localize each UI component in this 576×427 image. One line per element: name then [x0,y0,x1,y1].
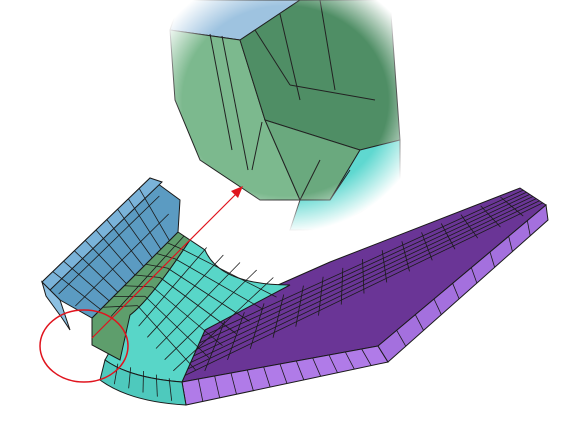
fillet-mesh-line [113,363,119,385]
plate-side-mesh-line [246,369,254,391]
fillet-mesh-line [147,254,224,338]
plate-side-mesh-line [197,378,204,402]
plate-side-mesh-line [295,360,305,381]
plate-mesh-line [199,191,527,344]
fillet-mesh-line [168,378,173,401]
flange-mesh-line [63,260,110,302]
fillet-mesh-line [164,269,257,360]
mesh-grid-lines [52,188,543,402]
flange-mesh-line [74,250,119,293]
flange-mesh-line [58,195,160,295]
callout-circle [39,309,129,383]
flange-lip [40,280,71,331]
plate-mesh-line [184,202,543,376]
plate-side-mesh-line [328,354,338,373]
plate-mesh-line [190,198,537,363]
flange-mesh-line [106,219,144,267]
plate-side-mesh-line [508,236,513,252]
plate-side-mesh-line [312,357,322,377]
flange-mesh-line [117,208,153,259]
plate-mesh-line [193,196,534,357]
plate-side-mesh-line [526,220,531,236]
detail-mesh-lines [209,0,376,201]
mesh-model [39,177,549,406]
plate-mesh-line [196,194,530,350]
fillet-mesh-line [155,374,158,397]
flange-mesh-line [95,229,136,276]
plate-side-mesh-line [263,366,271,388]
fillet-mesh-line [155,262,241,349]
fillet-mesh-line [142,370,144,393]
flange-mesh-line [128,198,162,250]
fillet-mesh-line [173,277,274,372]
fillet-mesh-line [128,367,132,389]
callout-arrow-line [91,191,239,339]
fillet-mesh-line [110,235,185,317]
flange-mesh-line [84,240,127,284]
flange-mesh-line [75,213,169,307]
plate-side-mesh-line [344,351,355,370]
plate-side-mesh-line [414,314,424,331]
plate-mesh-line [187,200,540,370]
plate-side-mesh-line [433,298,442,315]
flange-mesh-line [138,188,170,241]
plate-side-mesh-line [489,251,496,268]
plate-side-mesh-line [361,348,372,366]
plate-side-mesh-line [470,267,478,284]
plate-mesh-line [201,189,524,337]
plate-side-mesh-line [230,372,237,395]
plate-side-mesh-line [452,283,460,300]
fillet-mesh-line [138,247,207,327]
plate-side-mesh-line [279,363,288,384]
detail-view [169,0,401,231]
plate-side-mesh-line [396,330,407,347]
plate-side-mesh-line [214,375,221,398]
flange-mesh-line [52,271,101,310]
callout-arrow-head [231,186,243,198]
